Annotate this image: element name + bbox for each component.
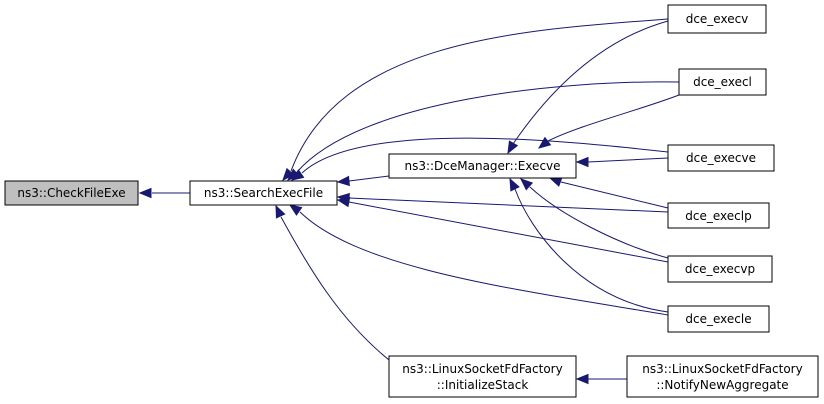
arrowhead [509,177,520,192]
node-label-line2: ::NotifyNewAggregate [656,378,788,392]
node-label-line1: ns3::LinuxSocketFdFactory [642,362,802,376]
edge-dce_execve-to-searchexecfile [290,137,669,181]
edge-line [529,186,669,259]
arrowhead [336,196,351,208]
node-label-line1: ns3::LinuxSocketFdFactory [402,362,562,376]
edge-line [348,197,669,213]
node-dce-execle[interactable]: dce_execle [667,305,770,333]
arrowhead [275,204,286,219]
arrowhead [336,175,350,187]
edge-dce_execvp-to-execve_mgr [520,178,669,259]
arrowhead [575,156,589,168]
edge-line [301,137,669,174]
node-label: dce_execle [685,312,751,326]
node-label: ns3::DceManager::Execve [404,159,560,173]
edge-line [512,20,669,145]
edge-initstack-to-searchexecfile [275,204,390,361]
edge-line [514,188,669,313]
edge-dce_execle-to-searchexecfile [288,204,669,316]
edge-line [290,18,669,172]
node-dce-execvp[interactable]: dce_execvp [667,255,773,283]
arrowhead [290,169,305,181]
edges-layer [138,18,680,385]
edge-line [280,216,390,361]
edge-notifyagg-to-initstack [575,373,627,385]
edge-dce_execl-to-execve_mgr [537,94,680,149]
node-dce-execv[interactable]: dce_execv [667,4,767,34]
edge-dce_execv-to-execve_mgr [507,20,669,155]
arrowhead [575,373,589,385]
edge-dce_execvp-to-searchexecfile [336,196,669,263]
node-dce-execl[interactable]: dce_execl [678,68,767,96]
node-initializestack[interactable]: ns3::LinuxSocketFdFactory ::InitializeSt… [388,355,577,398]
arrowhead [537,136,552,149]
arrowhead [282,167,295,181]
edge-dce_execle-to-execve_mgr [509,177,669,313]
node-label: dce_execv [686,12,749,26]
node-label-line2: ::InitializeStack [437,378,529,392]
edge-line [560,181,669,209]
node-searchexecfile[interactable]: ns3::SearchExecFile [189,180,338,206]
arrowhead [507,140,519,155]
node-notifynewaggregate[interactable]: ns3::LinuxSocketFdFactory ::NotifyNewAgg… [626,355,819,398]
node-label: ns3::CheckFileExe [17,186,125,200]
edge-line [296,81,680,173]
arrowhead [138,187,152,199]
node-label: dce_execve [686,151,756,165]
edge-line [348,201,669,263]
arrowhead [548,177,563,187]
edge-line [299,211,669,316]
edge-dce_execve-to-execve_mgr [575,156,669,168]
edge-searchexecfile-to-checkfileexe [138,187,190,199]
edge-line [348,175,390,182]
edge-line [587,157,669,163]
node-dcemanager-execve[interactable]: ns3::DceManager::Execve [388,153,577,179]
node-checkfileexe[interactable]: ns3::CheckFileExe [4,180,139,206]
node-label: dce_execl [693,75,752,89]
edge-dce_execv-to-searchexecfile [282,18,669,181]
node-label: ns3::SearchExecFile [204,186,323,200]
arrowhead [520,178,534,191]
node-label: dce_execvp [685,262,755,276]
nodes-layer: ns3::CheckFileExe ns3::SearchExecFile ns… [4,4,819,398]
node-label: dce_execlp [685,209,751,223]
arrowhead [288,204,303,216]
node-dce-execve[interactable]: dce_execve [667,144,775,172]
edge-line [547,94,680,142]
edge-execve_mgr-to-searchexecfile [336,175,390,187]
edge-dce_execlp-to-execve_mgr [548,177,669,209]
node-dce-execlp[interactable]: dce_execlp [667,202,770,229]
